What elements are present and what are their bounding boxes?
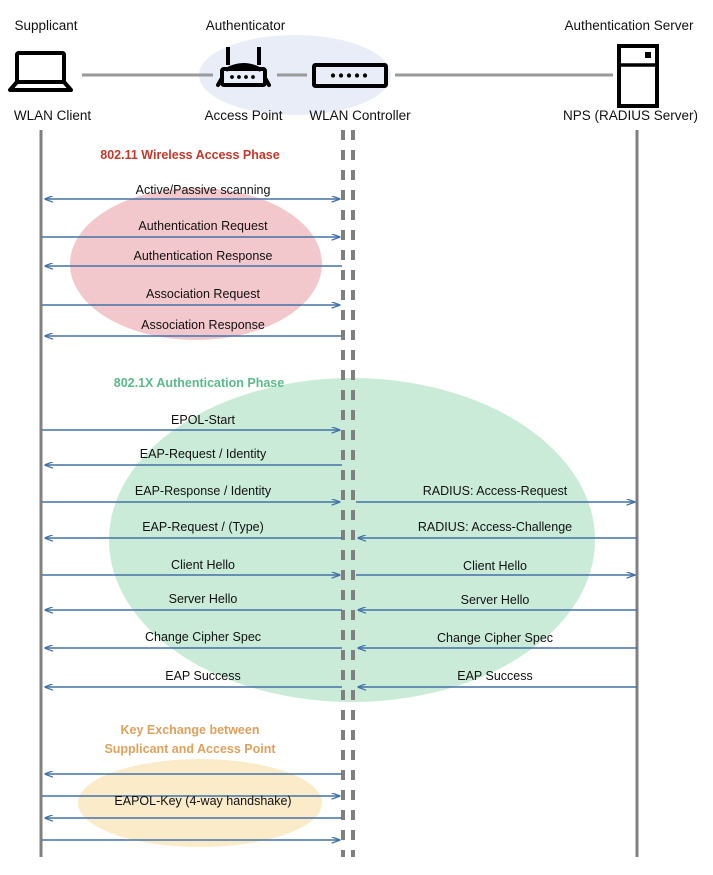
msg-label-client-hello-right: Client Hello: [463, 559, 527, 573]
msg-label-authentication-request: Authentication Request: [138, 219, 268, 233]
phase-dot1x-right-arrows: [356, 502, 637, 687]
wireless-router-icon: [216, 47, 271, 87]
server-tower-icon: [617, 44, 659, 108]
msg-label-eap-success-right: EAP Success: [457, 669, 533, 683]
phase-caption-key-exchange-line2: Supplicant and Access Point: [104, 742, 276, 756]
phase-ellipse-key-exchange: [78, 759, 322, 847]
node-label-wlan-client: WLAN Client: [13, 108, 92, 123]
phase-ellipse-wireless-access: [70, 188, 322, 340]
phase-key-exchange-arrows: [42, 774, 342, 840]
msg-label-server-hello-left: Server Hello: [168, 592, 238, 606]
msg-label-eap-response-identity: EAP-Response / Identity: [134, 484, 272, 498]
msg-label-epol-start: EPOL-Start: [171, 413, 235, 427]
msg-label-radius-access-challenge: RADIUS: Access-Challenge: [417, 520, 573, 534]
msg-label-eap-request-type: EAP-Request / (Type): [142, 520, 264, 534]
role-title-authenticator: Authenticator: [205, 18, 286, 33]
node-label-nps-radius-server: NPS (RADIUS Server): [562, 108, 699, 123]
msg-label-change-cipher-spec-right: Change Cipher Spec: [436, 631, 554, 645]
node-label-access-point: Access Point: [204, 108, 283, 123]
msg-label-authentication-response: Authentication Response: [133, 249, 273, 263]
network-switch-icon: [312, 63, 388, 88]
laptop-icon: [8, 51, 73, 92]
msg-label-eap-success-left: EAP Success: [165, 669, 241, 683]
msg-label-change-cipher-spec-left: Change Cipher Spec: [144, 630, 262, 644]
node-label-wlan-controller: WLAN Controller: [309, 108, 411, 123]
msg-label-radius-access-request: RADIUS: Access-Request: [422, 484, 568, 498]
msg-label-association-response: Association Response: [141, 318, 265, 332]
msg-label-server-hello-right: Server Hello: [460, 593, 530, 607]
msg-label-eap-request-identity: EAP-Request / Identity: [139, 447, 267, 461]
phase-dot1x-left-arrows: [42, 430, 342, 687]
phase-caption-key-exchange-line1: Key Exchange between: [120, 723, 260, 737]
phase-wireless-access-arrows: [42, 199, 342, 336]
phase-caption-dot1x: 802.1X Authentication Phase: [113, 376, 285, 390]
role-title-supplicant: Supplicant: [14, 18, 78, 33]
msg-label-association-request: Association Request: [146, 287, 260, 301]
phase-caption-wireless-access: 802.11 Wireless Access Phase: [100, 148, 280, 162]
msg-label-client-hello-left: Client Hello: [171, 558, 235, 572]
msg-label-active-passive-scanning: Active/Passive scanning: [135, 183, 271, 197]
role-title-authentication-server: Authentication Server: [564, 18, 694, 33]
msg-label-eapol-key-4way-handshake: EAPOL-Key (4-way handshake): [114, 794, 292, 808]
